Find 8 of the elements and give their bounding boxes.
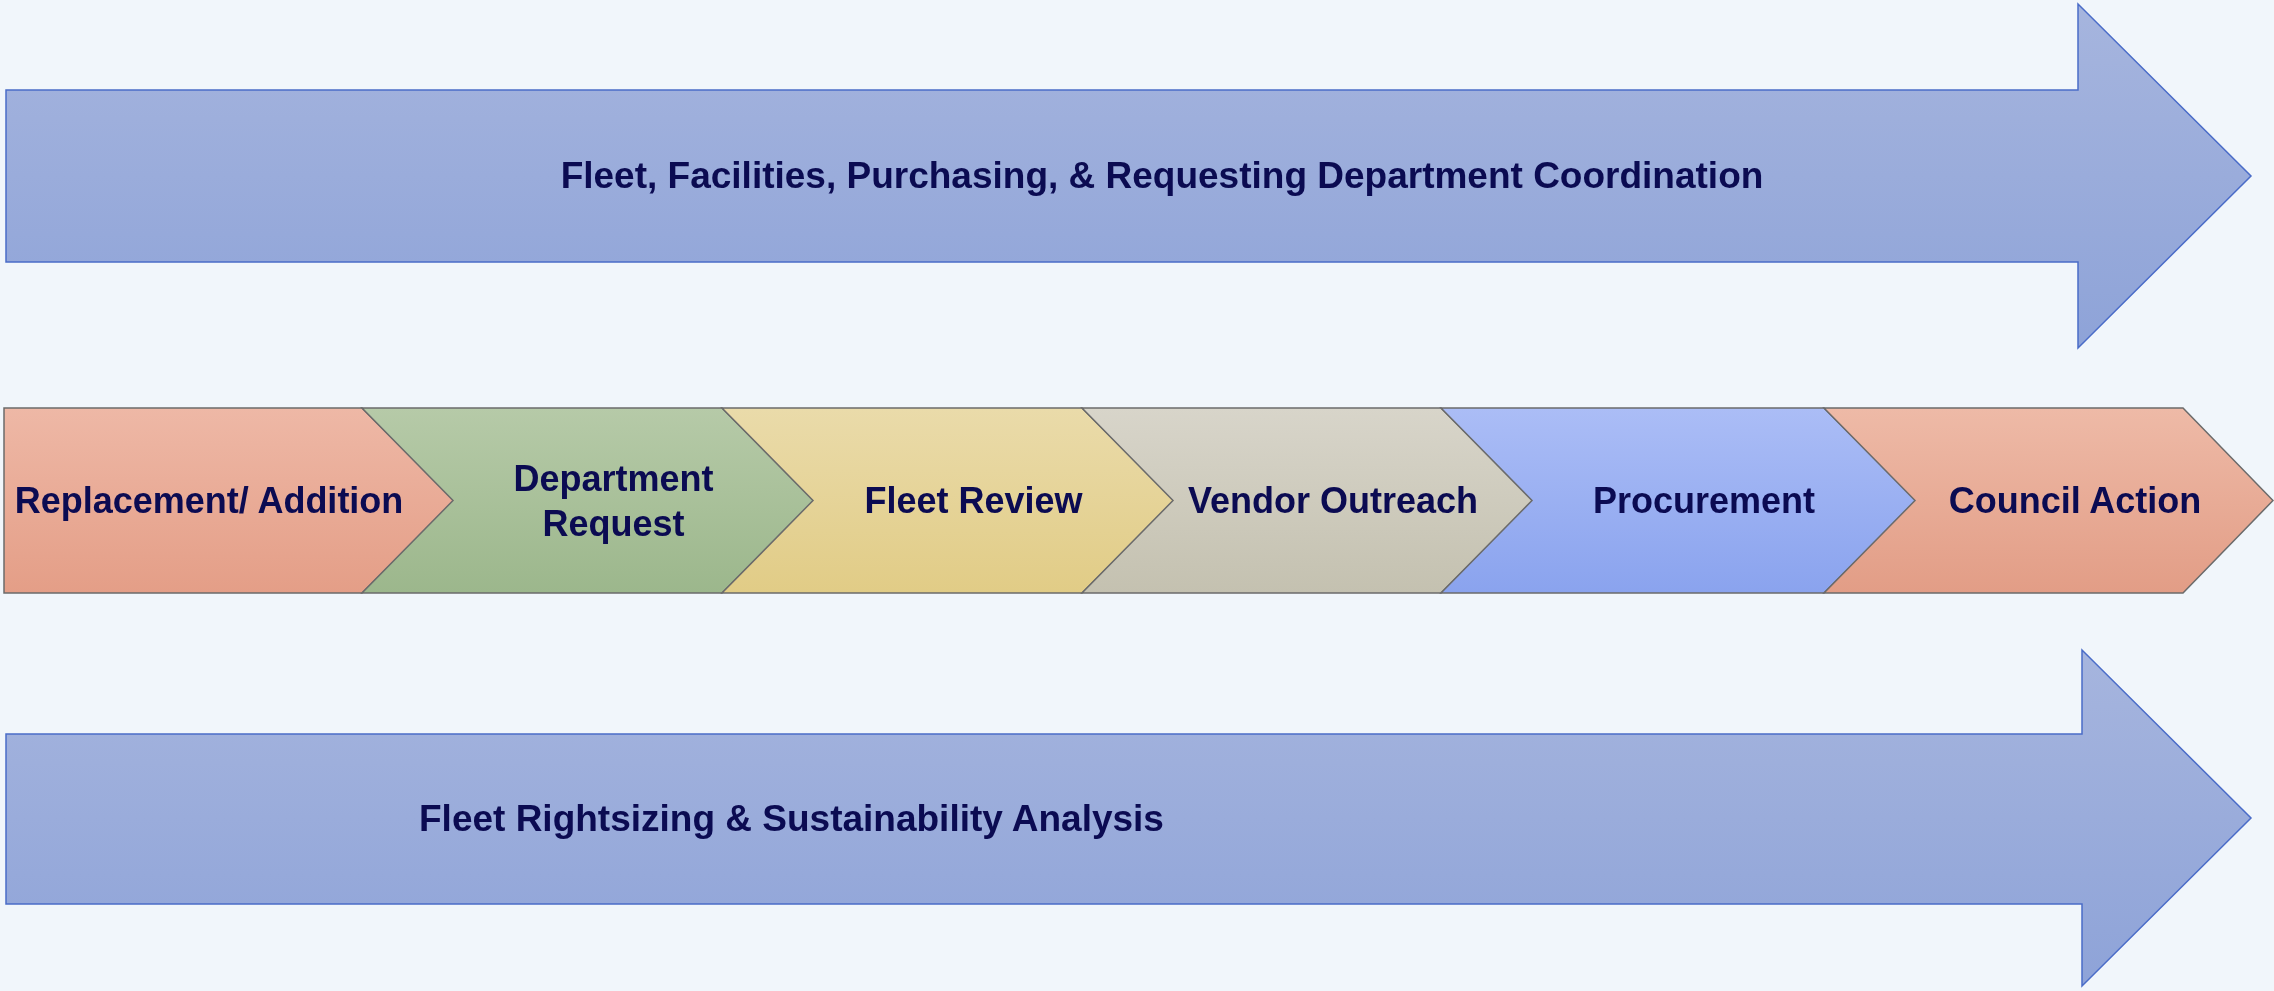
step-label: Procurement bbox=[1592, 479, 1816, 523]
step-label: Department Request bbox=[512, 456, 715, 546]
step-label: Fleet, Facilities, Purchasing, & Requesting Department Coordination bbox=[560, 153, 1764, 198]
step-label: Vendor Outreach bbox=[1187, 479, 1479, 523]
step-label: Fleet Review bbox=[864, 479, 1083, 523]
step-label: Fleet Rightsizing & Sustainability Analysis bbox=[419, 796, 1164, 841]
step-label: Council Action bbox=[1948, 479, 2202, 523]
step-label: Replacement/ Addition bbox=[14, 479, 404, 523]
